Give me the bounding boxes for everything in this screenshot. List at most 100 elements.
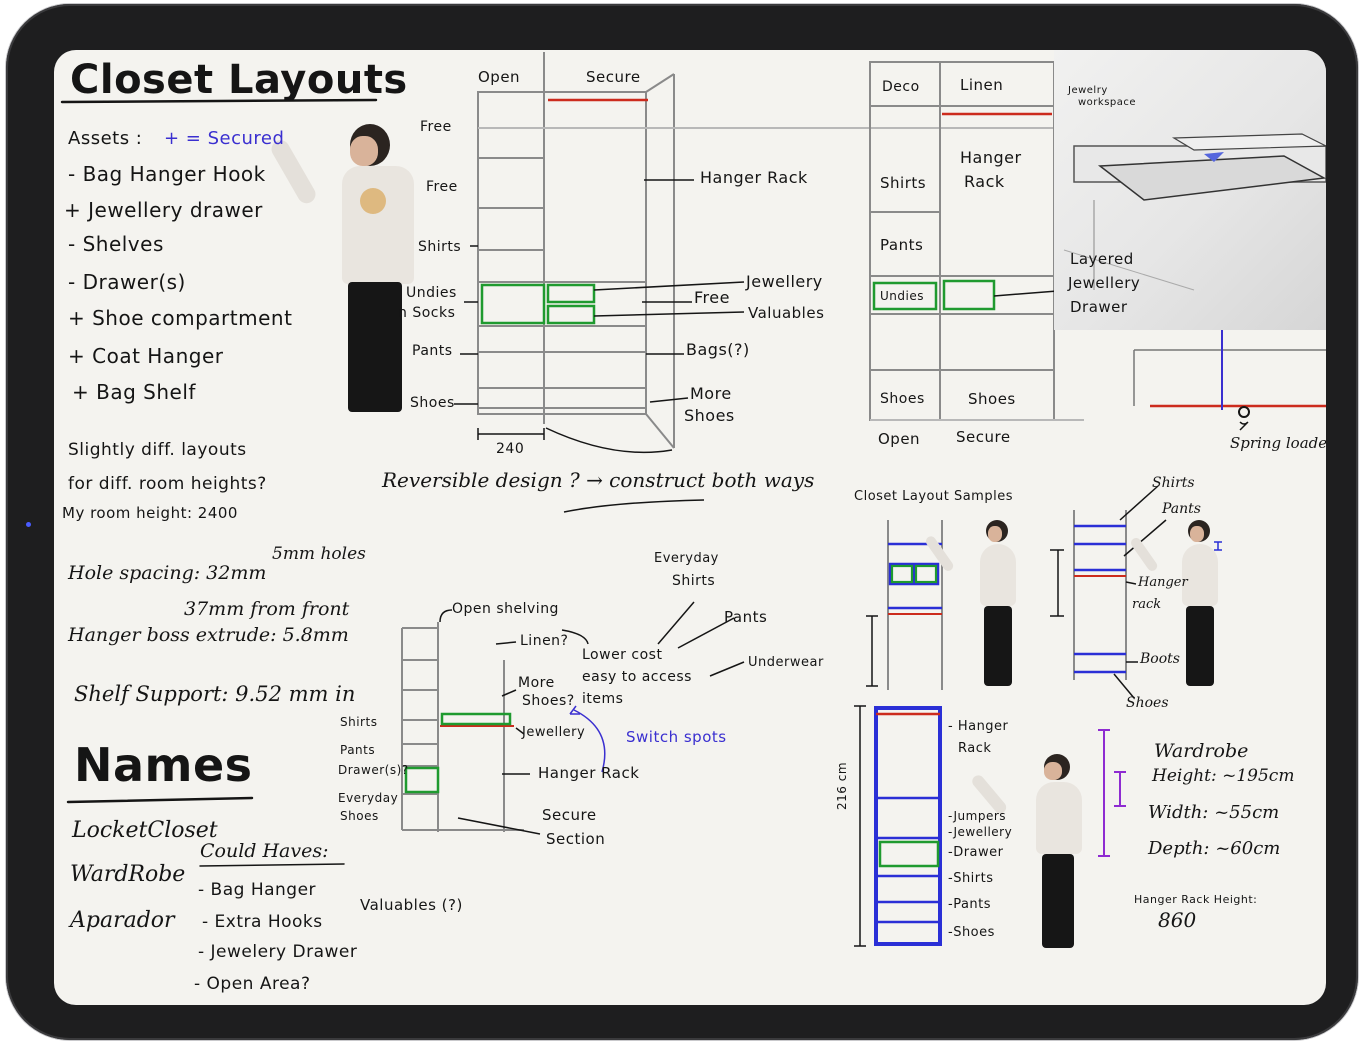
sketch2-left-label: Pants bbox=[880, 236, 924, 254]
layered-label: Jewellery bbox=[1068, 274, 1141, 292]
sketch2-secure-label: Secure bbox=[956, 428, 1011, 446]
sketch1-left-label: Free bbox=[426, 179, 458, 195]
spring-label: Spring loaded bbox=[1230, 434, 1326, 452]
tall-label: -Shirts bbox=[948, 871, 994, 886]
sketch3-cabinet bbox=[401, 622, 524, 832]
wardrobe-heading: Wardrobe bbox=[1154, 740, 1249, 762]
person-cutout-sample-b bbox=[1129, 520, 1224, 690]
linen-q-label: Linen? bbox=[520, 633, 569, 649]
room-height-note: My room height: 2400 bbox=[62, 504, 238, 522]
sketch1-left-label: Shoes bbox=[410, 395, 455, 411]
tall-label: - Hanger bbox=[948, 719, 1009, 734]
workspace-label: workspace bbox=[1078, 97, 1137, 108]
sketch1-left-label: Undies bbox=[406, 285, 457, 301]
sample-b-label: Shoes bbox=[1126, 695, 1169, 711]
sketch2-deco-label: Deco bbox=[882, 79, 920, 95]
sketch1-right-label: Valuables bbox=[748, 304, 825, 322]
assets-legend: + = Secured bbox=[164, 128, 285, 149]
layouts-note-2: for diff. room heights? bbox=[68, 474, 267, 494]
wardrobe-width: Width: ~55cm bbox=[1148, 802, 1280, 823]
sample-b-label: Shirts bbox=[1152, 475, 1195, 491]
more-shoes-label: Shoes? bbox=[522, 693, 575, 709]
sketch2-open-label: Open bbox=[878, 430, 921, 448]
sketch3-hanger-rack: Hanger Rack bbox=[538, 764, 640, 782]
tall-label: Rack bbox=[958, 741, 992, 756]
sketch1-left-label: n Socks bbox=[398, 305, 456, 321]
sketch1-dimension: 240 bbox=[496, 441, 525, 457]
secure-section-label: Section bbox=[546, 830, 606, 848]
lower-cost-label: Lower cost bbox=[582, 647, 663, 663]
sketch1-right-label: Shoes bbox=[684, 406, 735, 425]
names-heading: Names bbox=[74, 738, 253, 792]
hanger-boss-note: Hanger boss extrude: 5.8mm bbox=[68, 624, 349, 646]
sketch1-secure-label: Secure bbox=[586, 68, 641, 86]
person-cutout-large bbox=[268, 122, 424, 422]
asset-item: - Bag Hanger Hook bbox=[68, 162, 266, 186]
hole-spacing-note: Hole spacing: 32mm bbox=[68, 562, 267, 584]
sketch1-open-label: Open bbox=[478, 68, 521, 86]
items-label: items bbox=[582, 691, 624, 707]
sketch3-left-label: Drawer(s)? bbox=[338, 763, 409, 777]
tall-label: -Pants bbox=[948, 897, 992, 912]
sample-b-label: Hanger bbox=[1138, 575, 1188, 590]
everyday-shirts-label: Everyday bbox=[654, 551, 719, 566]
sketch1-right-label: Free bbox=[694, 288, 730, 307]
secure-section-label: Secure bbox=[542, 806, 597, 824]
could-have-item: - Open Area? bbox=[194, 974, 311, 994]
sketch3-left-label: Shirts bbox=[340, 715, 378, 729]
valuables-note: Valuables (?) bbox=[360, 896, 463, 914]
underwear-label: Underwear bbox=[748, 655, 824, 670]
sketch1-left-label: Pants bbox=[412, 343, 453, 359]
everyday-shirts-label: Shirts bbox=[672, 573, 716, 589]
open-shelving-label: Open shelving bbox=[452, 601, 559, 617]
wardrobe-height: Height: ~195cm bbox=[1152, 766, 1295, 786]
sketch1-left-label: Shirts bbox=[418, 239, 462, 255]
layered-label: Layered bbox=[1070, 250, 1134, 268]
side-indicator-dot bbox=[26, 522, 31, 527]
sample-cabinet-b bbox=[1073, 510, 1127, 680]
sketch3-jewellery: Jewellery bbox=[522, 725, 586, 740]
sketch3-left-label: Pants bbox=[340, 743, 376, 757]
asset-item: + Jewellery drawer bbox=[64, 198, 263, 222]
sketch1-right-label: More bbox=[690, 384, 732, 403]
sketch2-shoes-right: Shoes bbox=[968, 390, 1016, 408]
sketch2-left-label: Shoes bbox=[880, 391, 925, 407]
tall-label: -Shoes bbox=[948, 925, 995, 940]
reversible-note: Reversible design ? → construct both way… bbox=[382, 468, 815, 492]
could-have-item: - Bag Hanger bbox=[198, 880, 317, 900]
holes-note: 5mm holes bbox=[272, 544, 366, 564]
asset-item: + Coat Hanger bbox=[68, 344, 224, 368]
from-front-note: 37mm from front bbox=[184, 598, 350, 620]
name-option: WardRobe bbox=[70, 862, 186, 887]
hanger-height-value: 860 bbox=[1158, 908, 1197, 932]
switch-spots-label: Switch spots bbox=[626, 728, 727, 746]
canvas[interactable]: Closet Layouts Assets : + = Secured - Ba… bbox=[54, 50, 1326, 1005]
sketch2-rack-label: Rack bbox=[964, 172, 1005, 191]
tablet-frame: Closet Layouts Assets : + = Secured - Ba… bbox=[6, 4, 1358, 1040]
shelf-support-note: Shelf Support: 9.52 mm in bbox=[74, 682, 356, 706]
hanger-height-label: Hanger Rack Height: bbox=[1134, 893, 1258, 906]
could-have-item: - Jewelery Drawer bbox=[198, 942, 358, 962]
pants-label: Pants bbox=[724, 608, 768, 626]
asset-item: - Drawer(s) bbox=[68, 270, 186, 294]
sample-b-label: Boots bbox=[1140, 651, 1180, 667]
spring-detail bbox=[1133, 330, 1326, 431]
purple-dimensions bbox=[1098, 729, 1126, 857]
tall-wardrobe bbox=[854, 705, 942, 947]
wardrobe-depth: Depth: ~60cm bbox=[1148, 838, 1281, 859]
sketch2-left-label: Shirts bbox=[880, 174, 927, 192]
workspace-label: Jewelry bbox=[1068, 85, 1108, 96]
sketch1-left-label: Free bbox=[420, 119, 452, 135]
layered-label: Drawer bbox=[1070, 298, 1128, 316]
easy-access-label: easy to access bbox=[582, 669, 692, 685]
page-title: Closet Layouts bbox=[70, 57, 408, 103]
sketch1-right-label: Bags(?) bbox=[686, 340, 750, 359]
asset-item: + Bag Shelf bbox=[72, 380, 196, 404]
asset-item: - Shelves bbox=[68, 232, 164, 256]
height-dimension: 216 cm bbox=[835, 761, 849, 810]
sketch2-drawers bbox=[872, 279, 996, 311]
assets-header: Assets : bbox=[68, 128, 143, 149]
name-option: LocketCloset bbox=[72, 818, 218, 843]
samples-heading: Closet Layout Samples bbox=[854, 489, 1013, 504]
person-cutout-sample-a bbox=[923, 520, 1022, 690]
